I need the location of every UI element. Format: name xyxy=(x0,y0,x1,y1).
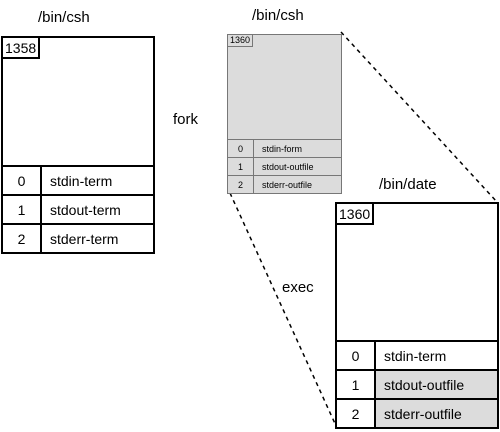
fd-row: 1 stdout-outfile xyxy=(228,157,341,176)
fd-name: stdin-term xyxy=(41,165,153,195)
zoom-line-bottom xyxy=(229,192,338,429)
exec-pid: 1360 xyxy=(337,204,375,225)
fd-name: stderr-outfile xyxy=(253,175,341,193)
fd-name: stderr-outfile xyxy=(375,398,497,427)
child-process-box: 1360 0 stdin-form 1 stdout-outfile 2 std… xyxy=(227,34,342,194)
parent-fd-table: 0 stdin-term 1 stdout-term 2 stderr-term xyxy=(3,165,153,252)
exec-label: exec xyxy=(282,279,314,296)
fd-number: 1 xyxy=(228,157,254,176)
fd-row: 2 stderr-outfile xyxy=(337,398,497,427)
fd-number: 0 xyxy=(337,340,376,370)
fd-number: 1 xyxy=(3,194,42,224)
child-fd-table: 0 stdin-form 1 stdout-outfile 2 stderr-o… xyxy=(228,139,341,193)
fd-row: 1 stdout-term xyxy=(3,194,153,224)
fork-label: fork xyxy=(173,111,199,128)
parent-process-box: 1358 0 stdin-term 1 stdout-term 2 stderr… xyxy=(1,36,155,254)
fd-row: 0 stdin-form xyxy=(228,139,341,158)
fd-name: stdout-term xyxy=(41,194,153,224)
fd-row: 0 stdin-term xyxy=(3,165,153,195)
fd-row: 1 stdout-outfile xyxy=(337,369,497,399)
fd-number: 2 xyxy=(337,398,376,427)
fd-row: 2 stderr-term xyxy=(3,223,153,252)
exec-process-box: 1360 0 stdin-term 1 stdout-outfile 2 std… xyxy=(335,202,499,429)
parent-pid: 1358 xyxy=(3,38,41,59)
parent-title: /bin/csh xyxy=(38,9,90,26)
child-title: /bin/csh xyxy=(252,7,304,24)
fd-number: 0 xyxy=(3,165,42,195)
zoom-line-top xyxy=(340,31,498,203)
fd-row: 0 stdin-term xyxy=(337,340,497,370)
fd-number: 1 xyxy=(337,369,376,399)
fd-name: stdin-form xyxy=(253,139,341,158)
fd-number: 0 xyxy=(228,139,254,158)
exec-title: /bin/date xyxy=(379,176,437,193)
fd-name: stdout-outfile xyxy=(253,157,341,176)
fd-name: stdout-outfile xyxy=(375,369,497,399)
fd-number: 2 xyxy=(3,223,42,252)
fd-name: stderr-term xyxy=(41,223,153,252)
fd-number: 2 xyxy=(228,175,254,193)
exec-fd-table: 0 stdin-term 1 stdout-outfile 2 stderr-o… xyxy=(337,340,497,427)
child-pid: 1360 xyxy=(228,35,254,47)
fd-name: stdin-term xyxy=(375,340,497,370)
fd-row: 2 stderr-outfile xyxy=(228,175,341,193)
